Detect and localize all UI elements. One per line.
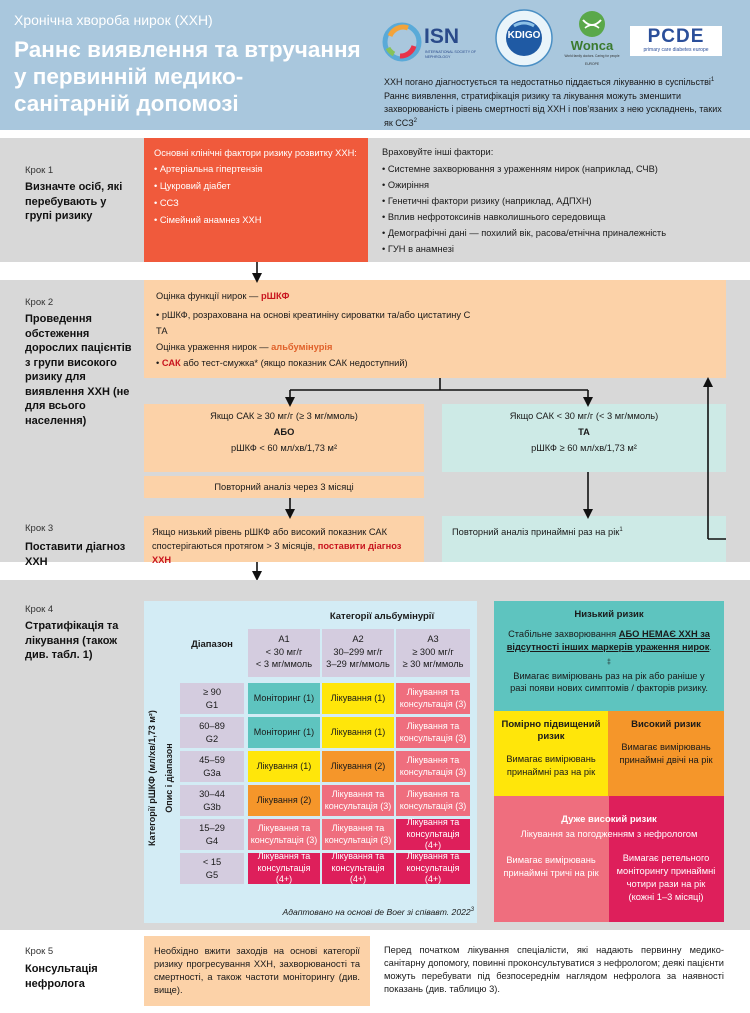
matrix-cell: Лікування та консультація (4+) <box>248 851 320 884</box>
step2-abnormal-box: Якщо САК ≥ 30 мг/г (≥ 3 мг/ммоль) АБО рШ… <box>144 404 424 472</box>
wonca-logo: Wonca World family doctors. Caring for p… <box>562 10 622 68</box>
risk-item: • Сімейний анамнез ХХН <box>154 215 262 225</box>
step2-normal-box: Якщо САК < 30 мг/г (< 3 мг/ммоль) ТА рШК… <box>442 404 726 472</box>
albuminuria-header: Категорії альбумінурії <box>329 611 435 622</box>
matrix-cell: Лікування та консультація (3) <box>322 819 394 850</box>
matrix-cell: Лікування та консультація (4+) <box>396 851 470 884</box>
factor-item: • Системне захворювання з ураженням ниро… <box>382 164 658 174</box>
isn-globe-icon <box>382 22 422 62</box>
matrix-cell: Лікування та консультація (3) <box>248 819 320 850</box>
matrix-source: Адаптовано на основі de Boer зі співавт.… <box>282 907 474 917</box>
header-subtitle: Хронічна хвороба нирок (ХХН) <box>14 12 213 28</box>
step3-repeat-box: Повторний аналіз принаймні раз на рік1 <box>442 516 726 562</box>
page-title: Раннє виявлення та втручання у первинній… <box>14 37 361 116</box>
matrix-cell: Лікування (1) <box>322 717 394 748</box>
matrix-cell: Лікування та консультація (4+) <box>396 817 470 850</box>
matrix-cell: Лікування (2) <box>248 785 320 816</box>
risk-item: • ССЗ <box>154 198 179 208</box>
matrix-cell: Лікування та консультація (3) <box>396 717 470 748</box>
factor-item: • Генетичні фактори ризику (наприклад, А… <box>382 196 592 206</box>
step1-main-risk-box: Основні клінічні фактори ризику розвитку… <box>144 138 368 262</box>
matrix-cell: Лікування та консультація (3) <box>396 751 470 782</box>
step3-diagnosis-box: Якщо низький рівень рШКФ або високий пок… <box>144 516 424 565</box>
gfr-axis-sublabel: Опис і діапазон <box>164 743 174 813</box>
factor-item: • Вплив нефротоксинів навколишнього сере… <box>382 212 606 222</box>
col-header-a3: A3≥ 300 мг/г≥ 30 мг/ммоль <box>396 629 470 677</box>
step5-label: Крок 5 <box>25 946 54 957</box>
step1-title: Визначте осіб, які перебувають у групі р… <box>25 181 123 222</box>
step2-title: Проведення обстеження дорослих пацієнтів… <box>25 313 132 427</box>
factor-item: • Демографічні дані — похилий вік, расов… <box>382 228 667 238</box>
range-header: Діапазон <box>191 639 233 650</box>
step1-other-factors: Враховуйте інші фактори: • Системне захв… <box>382 146 732 256</box>
gfr-axis-label: Категорії рШКФ (мл/хв/1,73 м²) <box>147 710 157 846</box>
matrix-cell: Лікування та консультація (4+) <box>322 851 394 884</box>
step3-title: Поставити діагноз ХХН <box>25 541 126 568</box>
header-note-1: ХХН погано діагностується та недостатньо… <box>384 77 715 87</box>
risk-item: • Цукровий діабет <box>154 181 231 191</box>
step1-band <box>0 138 750 262</box>
header: Хронічна хвороба нирок (ХХН) Раннє виявл… <box>0 0 750 130</box>
step5-note: Перед початком лікування спеціалісти, як… <box>384 945 724 994</box>
step4-label: Крок 4 <box>25 604 54 615</box>
risk-item: • Артеріальна гіпертензія <box>154 164 263 174</box>
veryhigh-risk-box: Дуже високий ризик Лікування за погоджен… <box>494 796 724 922</box>
high-risk-box: Високий ризик Вимагає вимірювань принайм… <box>608 711 724 796</box>
step4-title: Стратифікація та лікування (також див. т… <box>25 620 119 661</box>
matrix-cell: Лікування та консультація (3) <box>396 785 470 816</box>
step2-label: Крок 2 <box>25 297 54 308</box>
col-header-a1: A1< 30 мг/г< 3 мг/ммоль <box>248 629 320 677</box>
step1-label: Крок 1 <box>25 165 54 176</box>
pcde-logo: PCDE primary care diabetes europe <box>630 26 722 56</box>
moderate-risk-box: Помірно підвищений ризик Вимагає вимірюв… <box>494 711 608 796</box>
step2-repeat-3m-box: Повторний аналіз через 3 місяці <box>144 476 424 498</box>
matrix-cell: Моніторинг (1) <box>248 683 320 714</box>
matrix-cell: Лікування (1) <box>248 751 320 782</box>
isn-logo: ISN INTERNATIONAL SOCIETY OF NEPHROLOGY <box>382 22 494 62</box>
factor-item: • ГУН в анамнезі <box>382 244 454 254</box>
header-note-2: Раннє виявлення, стратифікація ризику та… <box>384 91 722 128</box>
step5-title: Консультація нефролога <box>25 963 98 990</box>
step5-action-box: Необхідно вжити заходів на основі катего… <box>144 936 370 1006</box>
low-risk-box: Низький ризик Стабільне захворювання АБО… <box>494 601 724 711</box>
risk-heatmap: Категорії альбумінурії Діапазон A1< 30 м… <box>144 601 477 923</box>
step3-label: Крок 3 <box>25 523 54 534</box>
matrix-cell: Лікування (2) <box>322 751 394 782</box>
matrix-cell: Лікування та консультація (3) <box>396 683 470 714</box>
matrix-cell: Лікування (1) <box>322 683 394 714</box>
matrix-cell: Лікування та консультація (3) <box>322 785 394 816</box>
kdigo-logo: KDIGO <box>494 8 554 68</box>
matrix-cell: Моніторинг (1) <box>248 717 320 748</box>
factor-item: • Ожиріння <box>382 180 430 190</box>
step2-assessment-box: Оцінка функції нирок — рШКФ • рШКФ, розр… <box>144 280 726 378</box>
